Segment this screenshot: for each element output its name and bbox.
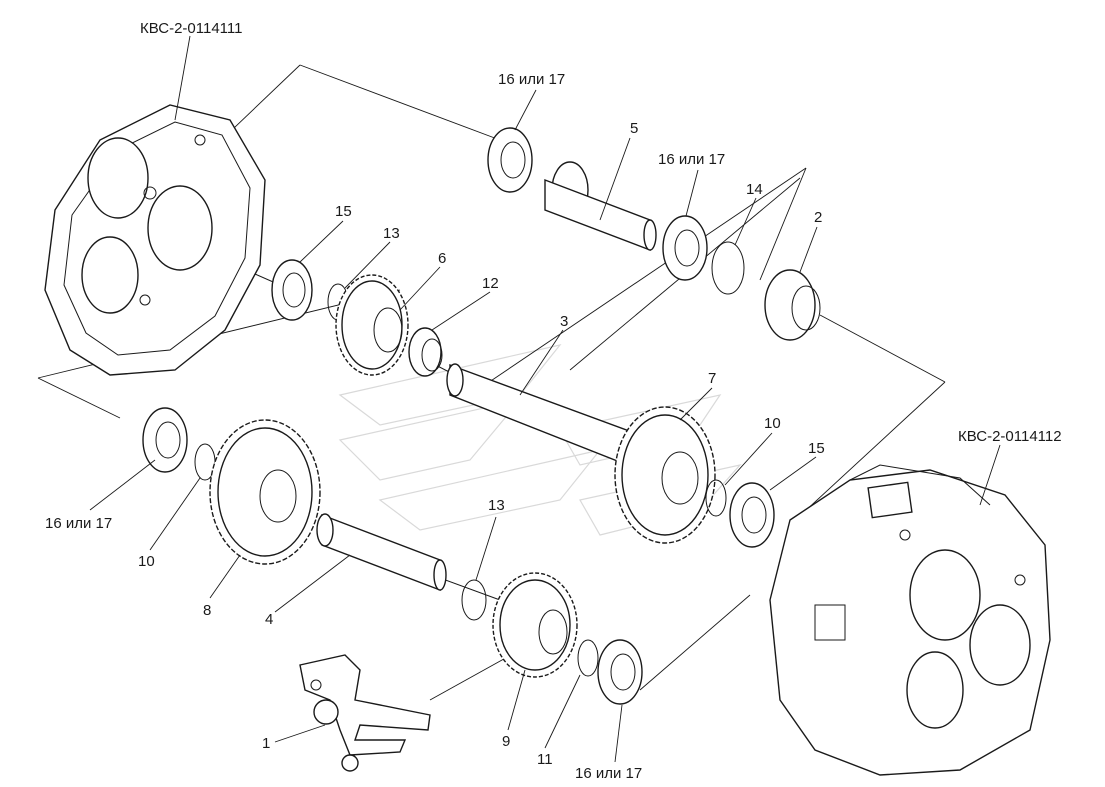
label-13-bottom: 13 xyxy=(488,497,505,514)
label-5: 5 xyxy=(630,120,638,137)
pinion-shaft xyxy=(544,161,657,252)
label-bearing-top: 16 или 17 xyxy=(498,71,565,88)
bearing-left xyxy=(142,407,188,473)
label-15-top: 15 xyxy=(335,203,352,220)
bearing-bottom xyxy=(597,639,643,705)
label-3: 3 xyxy=(560,313,568,330)
callout-leaders xyxy=(89,35,1001,763)
ring-10-left xyxy=(194,443,216,481)
gear-7 xyxy=(614,406,716,544)
label-right-housing: КВС-2-0114112 xyxy=(958,428,1062,445)
label-bearing-upper-mid: 16 или 17 xyxy=(658,151,725,168)
ring-13-bottom xyxy=(461,579,487,621)
label-4: 4 xyxy=(265,611,273,628)
gear-6 xyxy=(335,274,409,376)
label-13-top: 13 xyxy=(383,225,400,242)
label-12: 12 xyxy=(482,275,499,292)
shaft-4 xyxy=(316,513,447,592)
right-housing xyxy=(769,464,1051,776)
label-8: 8 xyxy=(203,602,211,619)
ring-10-right xyxy=(705,479,727,517)
bearing-upper-mid xyxy=(662,215,708,281)
shaft-3 xyxy=(446,363,641,472)
label-10-right: 10 xyxy=(764,415,781,432)
label-7: 7 xyxy=(708,370,716,387)
label-10-left: 10 xyxy=(138,553,155,570)
sleeve-12 xyxy=(408,327,443,377)
snap-ring-14 xyxy=(711,241,745,295)
label-9: 9 xyxy=(502,733,510,750)
label-left-housing: КВС-2-0114111 xyxy=(140,20,242,37)
ring-11 xyxy=(577,639,599,677)
shift-fork-1 xyxy=(299,654,431,772)
label-15-right: 15 xyxy=(808,440,825,457)
label-14: 14 xyxy=(746,181,763,198)
gear-9 xyxy=(492,572,578,678)
label-bearing-bottom: 16 или 17 xyxy=(575,765,642,782)
label-11: 11 xyxy=(537,751,553,768)
labels: КВС-2-0114111 КВС-2-0114112 16 или 17 16… xyxy=(45,20,1062,782)
bearing-top xyxy=(487,127,533,193)
bearing-cup-2 xyxy=(764,269,821,341)
label-2: 2 xyxy=(814,209,822,226)
bearing-15-top xyxy=(271,259,313,321)
label-bearing-left: 16 или 17 xyxy=(45,515,112,532)
label-6: 6 xyxy=(438,250,446,267)
gear-8 xyxy=(209,419,321,565)
label-1: 1 xyxy=(262,735,270,752)
left-housing xyxy=(44,104,266,376)
bearing-15-right xyxy=(729,482,775,548)
